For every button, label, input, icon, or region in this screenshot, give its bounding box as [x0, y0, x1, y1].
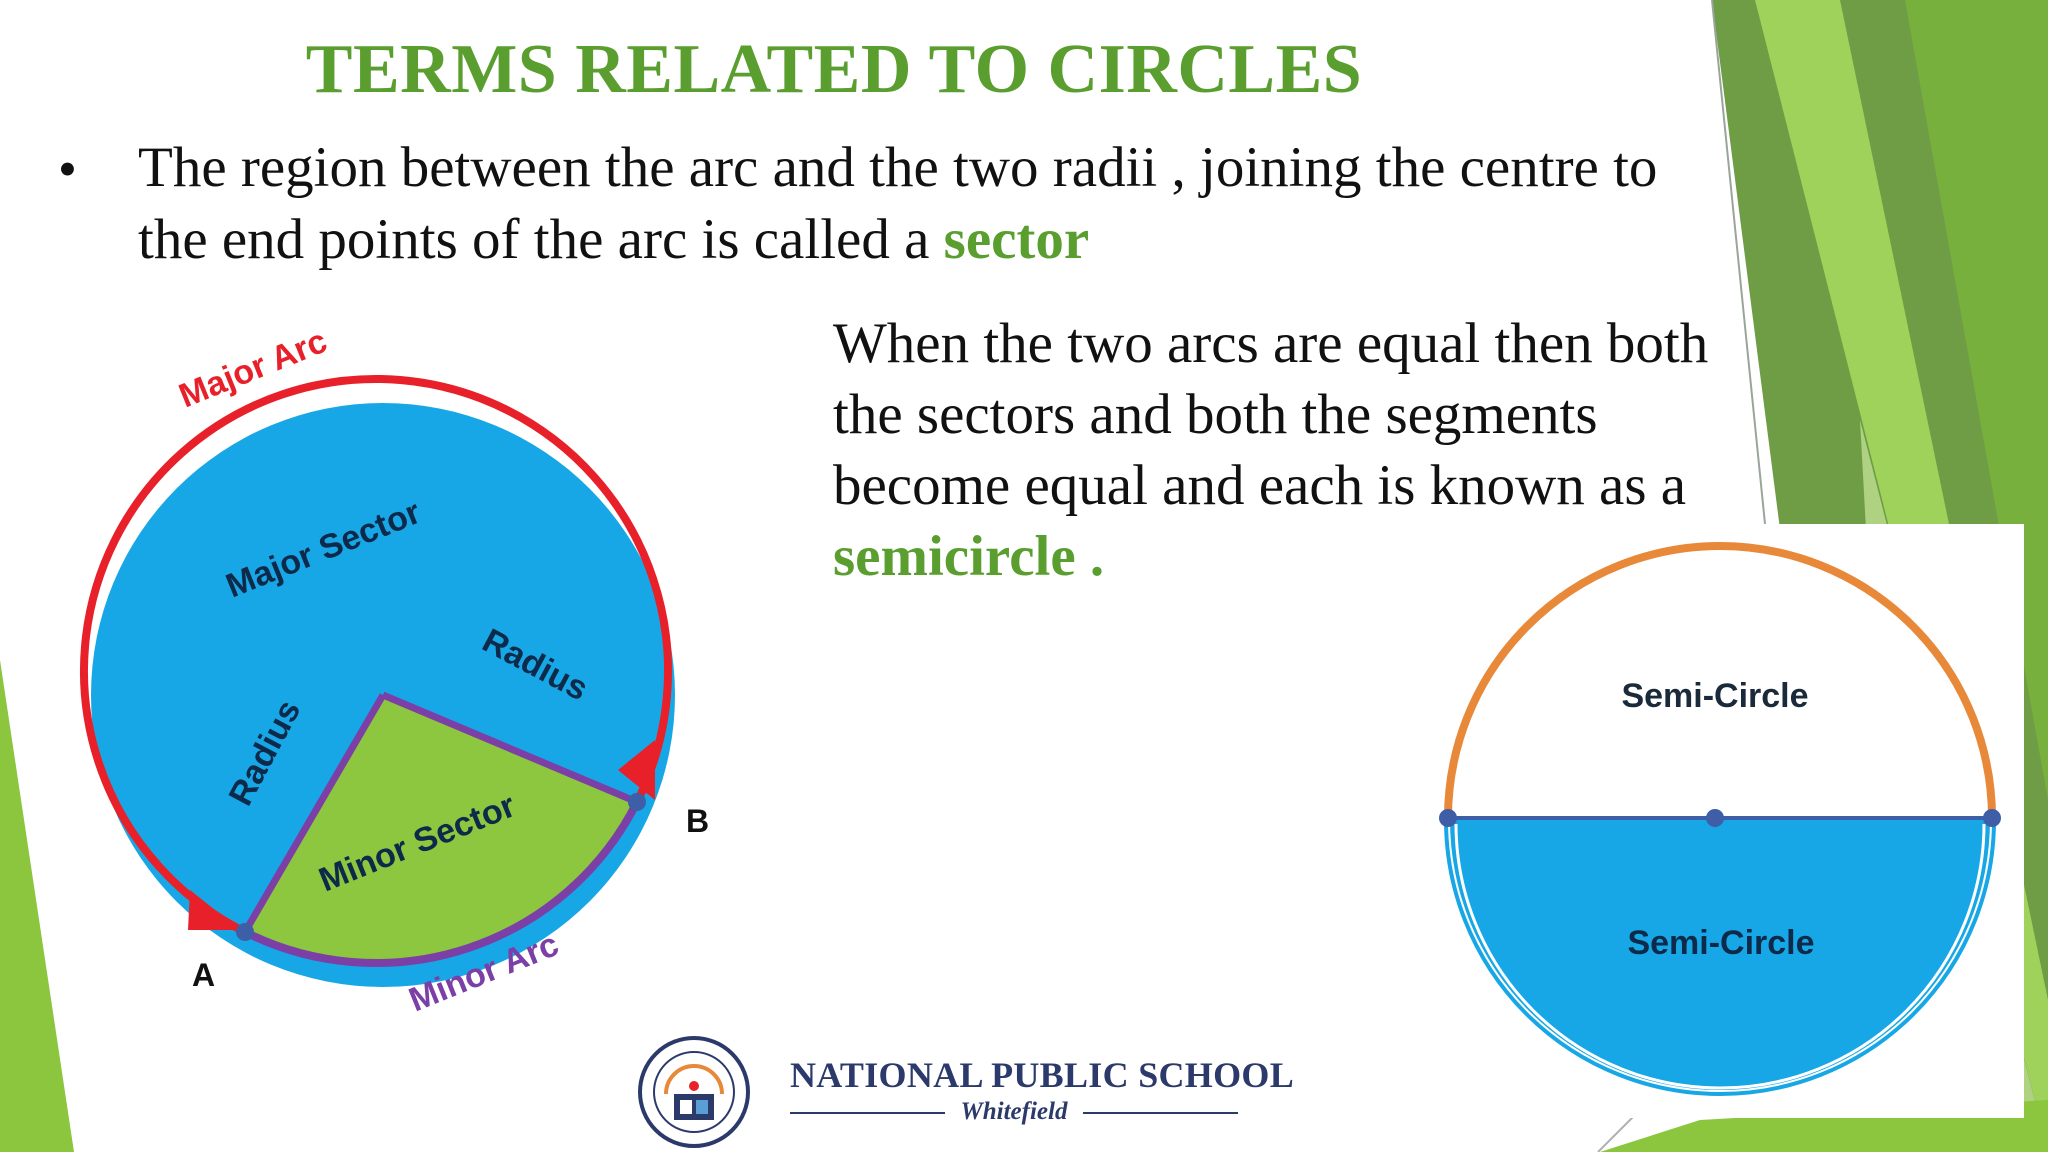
- semicircle-definition-text: When the two arcs are equal then both th…: [833, 312, 1709, 517]
- divider-right: [1083, 1112, 1238, 1114]
- arrow-head-b: [618, 740, 655, 800]
- school-location-row: Whitefield: [790, 1097, 1238, 1127]
- semicircle-term: semicircle .: [833, 525, 1105, 588]
- semicircle-definition: When the two arcs are equal then both th…: [833, 308, 1773, 592]
- radius-line-b: [381, 691, 639, 806]
- bottom-semicircle-region: [1450, 820, 1990, 1090]
- point-b-label: B: [686, 803, 709, 839]
- point-b-dot: [628, 793, 646, 811]
- minor-arc-line: [243, 800, 641, 968]
- semicircle-diagram: Semi-Circle Semi-Circle: [1439, 542, 2001, 1096]
- top-semicircle-arc: [1444, 542, 1996, 819]
- major-arc-line: [80, 375, 672, 936]
- diameter-center-dot: [1706, 809, 1724, 827]
- bottom-semicircle-label: Semi-Circle: [1627, 924, 1814, 962]
- sector-definition: The region between the arc and the two r…: [138, 132, 1718, 276]
- bullet-marker: •: [58, 139, 77, 199]
- semicircle-diagram-panel: Semi-Circle Semi-Circle: [1396, 524, 2024, 1118]
- school-crest-logo: [638, 1036, 750, 1148]
- major-arc-label: Major Arc: [174, 322, 332, 416]
- sector-definition-text: The region between the arc and the two r…: [138, 136, 1658, 271]
- slide-title: TERMS RELATED TO CIRCLES: [305, 31, 1363, 108]
- top-semicircle-label: Semi-Circle: [1621, 677, 1808, 715]
- school-location: Whitefield: [960, 1098, 1068, 1125]
- sector-diagram: Major Arc Major Sector Radius Radius Min…: [80, 322, 709, 1019]
- diameter-right-dot: [1983, 809, 2001, 827]
- point-a-dot: [236, 923, 254, 941]
- school-name: NATIONAL PUBLIC SCHOOL: [790, 1055, 1295, 1095]
- bottom-semicircle-outline: [1444, 819, 1996, 1096]
- radius-line-a: [241, 693, 387, 934]
- point-a-label: A: [192, 957, 215, 993]
- bottom-semicircle-inner-outline: [1454, 823, 1986, 1090]
- arrow-head-a: [188, 890, 240, 930]
- divider-left: [790, 1112, 945, 1114]
- sector-term: sector: [943, 208, 1090, 271]
- diameter-left-dot: [1439, 809, 1457, 827]
